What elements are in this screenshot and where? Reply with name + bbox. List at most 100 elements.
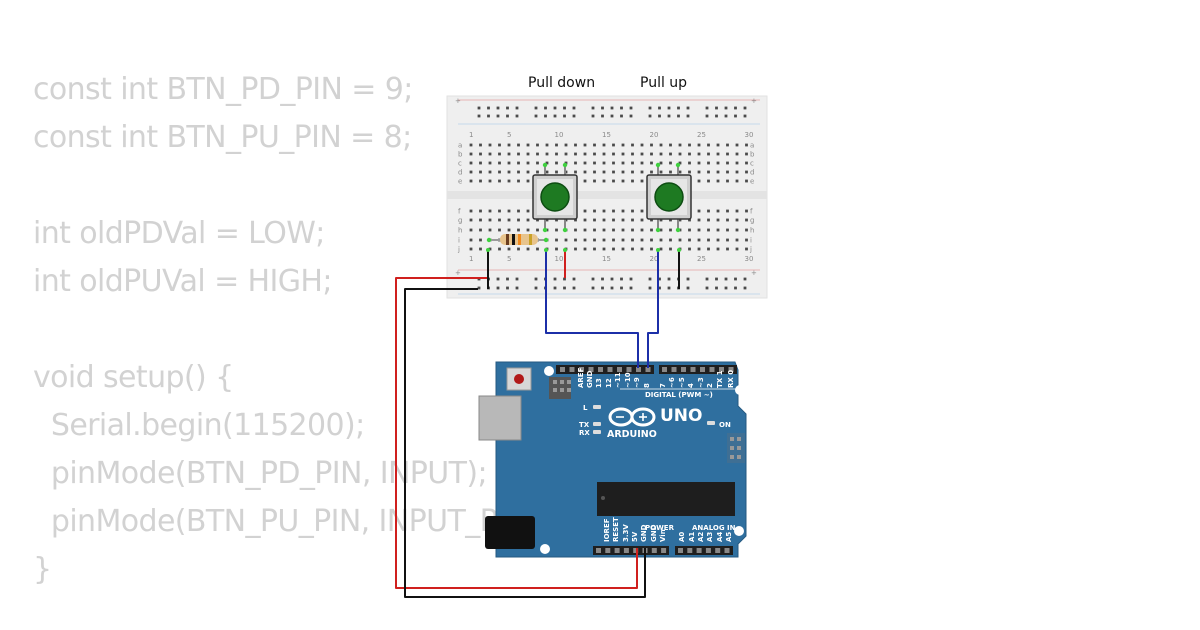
wire-blue-pin9 [545,250,639,368]
header-pin [626,367,632,372]
analog-pin-label: A0 [678,532,686,542]
column-number: 10 [555,131,564,139]
header-label: ~9 [633,377,641,388]
header-label: ~6 [668,377,676,388]
power-pin-label: IOREF [603,518,611,542]
header-label: 13 [595,378,603,388]
icsp-pin [567,388,571,392]
icsp-pin [737,446,741,450]
analog-pin-label: A1 [688,532,696,542]
row-letter: e [458,178,462,186]
code-line: pinMode(BTN_PD_PIN, INPUT); [33,456,488,491]
column-number: 25 [697,255,706,263]
icsp-header [553,380,741,459]
pull-up-label: Pull up [640,75,687,91]
header-label: 4 [687,383,695,388]
icsp-pin [567,380,571,384]
wires [395,248,681,598]
column-number: 10 [555,255,564,263]
header-pin [715,548,721,553]
header-pin [705,548,711,553]
header-pin [623,548,629,553]
header-pin [724,548,730,553]
pushbutton-pull-down [532,162,578,233]
icsp-pin [737,455,741,459]
column-number: 1 [469,255,473,263]
header-pin [728,367,734,372]
on-led-label: ON [719,421,731,429]
row-letter: d [750,169,754,177]
tx-led-label: TX [579,421,590,429]
row-letter: h [750,227,754,235]
column-number: 30 [745,255,754,263]
header-label: 8 [643,383,651,388]
header-label: ~11 [614,372,622,388]
column-number: 20 [650,255,659,263]
icsp-pin [560,388,564,392]
header-pin [579,367,584,372]
header-pin [651,548,657,553]
header-pin [560,367,565,372]
code-line: pinMode(BTN_PU_PIN, INPUT_PULLUP); [33,504,609,539]
header-pin [700,367,705,372]
row-letter: c [750,160,754,168]
microcontroller-chip [597,482,735,516]
icsp-pin [730,455,734,459]
icsp-pin [730,446,734,450]
header-label: GND [586,370,594,388]
breadboard-holes [469,106,748,290]
header-pin [636,367,641,372]
header-pin [687,548,693,553]
code-line: void setup() { [33,360,234,395]
header-pin [645,367,651,372]
column-number: 5 [507,255,511,263]
column-number: 1 [469,131,473,139]
header-pin [678,548,683,553]
wire-black-gnd [404,288,646,598]
header-pin [671,367,677,372]
power-pin-label: 5V [631,531,639,542]
power-pin-label: RESET [612,517,620,542]
analog-label: ANALOG IN [692,524,736,532]
power-label: POWER [645,524,675,532]
header-pin [617,367,622,372]
code-line: Serial.begin(115200); [33,408,365,443]
header-pin [709,367,715,372]
header-label: 12 [605,378,613,388]
row-letter: j [457,246,460,254]
wire-red-5v [395,277,638,589]
header-label: 2 [706,383,714,388]
resistor [486,234,549,245]
header-pin [696,548,702,553]
row-letter: j [749,246,752,254]
header-pin [719,367,724,372]
code-line: } [33,552,52,587]
code-line: int oldPDVal = LOW; [33,216,325,251]
header-label: RX 0 [727,370,735,388]
header-label: AREF [577,367,585,388]
column-number: 15 [602,255,611,263]
row-letter: a [750,142,754,150]
arduino-infinity-icon [608,407,656,427]
l-led-label: L [583,404,588,412]
analog-pin-label: A4 [716,532,724,542]
plus-sign-bottom-left: + [455,269,461,277]
row-letter: d [458,169,462,177]
code-editor: const int BTN_PD_PIN = 9;const int BTN_P… [33,66,609,594]
row-letter: i [458,237,460,245]
header-label: TX 1 [716,370,724,388]
icsp-pin [560,380,564,384]
analog-pin-label: A3 [706,532,714,542]
plus-sign-bottom-right: + [751,269,757,277]
row-letter: e [750,178,754,186]
header-pin [598,367,603,372]
power-jack [485,516,535,549]
power-pin-label: 3.3V [622,524,630,542]
